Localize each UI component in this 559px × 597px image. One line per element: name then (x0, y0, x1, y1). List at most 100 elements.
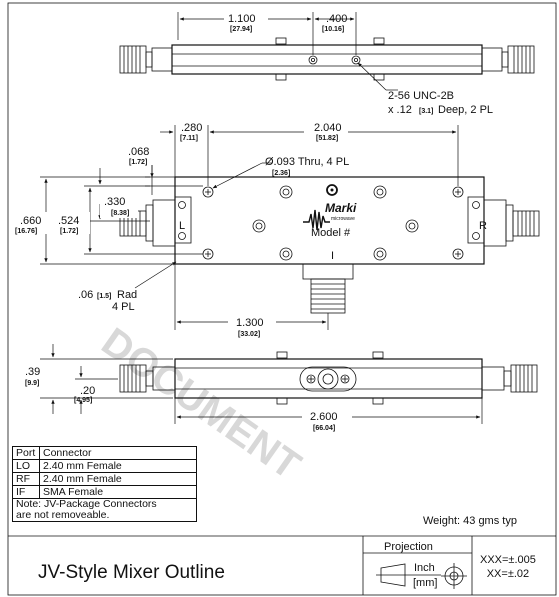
radius-callout-rad: Rad (117, 289, 137, 301)
port-cell: RF (12, 472, 40, 486)
title-block: Inch [mm] (8, 535, 556, 595)
port-cell: LO (12, 459, 40, 473)
table-row: IF SMA Female (12, 485, 197, 499)
radius-callout-mm: [1.5] (97, 293, 111, 300)
thru-hole (202, 248, 214, 260)
screw (340, 374, 350, 384)
screw (373, 185, 387, 199)
table-row: RF 2.40 mm Female (12, 472, 197, 486)
dim-half-mm: [4.95] (74, 397, 92, 404)
screw (279, 185, 293, 199)
model-label: Model # (311, 227, 351, 239)
if-connector (302, 263, 354, 314)
side-view: .39 [9.9] .20 [4.95] 2.600 [66.04] (22, 344, 538, 433)
leader-line (357, 62, 387, 91)
thread-depth: x .12 (388, 104, 412, 116)
dim-660: .660 (20, 215, 41, 227)
leader-line (134, 261, 177, 289)
drawing-border (7, 2, 557, 596)
hole-callout-mm: [2.36] (272, 170, 290, 177)
dim-hole-spacing-mm: [51.82] (316, 135, 338, 142)
note-line: Note: JV-Package Connectors (16, 498, 157, 510)
screw (373, 247, 387, 261)
tolerance-2-place: XX=±.02 (486, 568, 530, 580)
table-note: Note: JV-Package Connectors are not remo… (12, 498, 197, 522)
top-view: 1.100 [27.94] .400 [10.16] 2-56 UNC-2B x… (119, 11, 535, 116)
port-label-l: L (179, 220, 185, 232)
threaded-hole (308, 55, 318, 65)
mount-slot (373, 37, 385, 45)
table-header-row: Port Connector (12, 446, 197, 460)
note-line: are not removeable. (16, 509, 110, 521)
port-label-r: R (479, 220, 487, 232)
thread-callout: 2-56 UNC-2B (388, 90, 454, 102)
dim-edge: .068 (128, 146, 149, 158)
drawing-title: JV-Style Mixer Outline (38, 562, 225, 583)
tolerance-block: XXX=±.005 XX=±.02 (480, 553, 536, 581)
dim-half: .20 (80, 385, 95, 397)
weight-label: Weight: 43 gms typ (423, 515, 517, 527)
left-connector-side (119, 364, 176, 393)
threaded-hole (351, 55, 361, 65)
dim-height-mm: [9.9] (25, 380, 39, 387)
mount-slot (373, 73, 385, 81)
right-connector-top (481, 45, 535, 74)
projection-unit-inch: Inch (414, 562, 435, 574)
mount-slot (372, 397, 384, 405)
dim-hole-offset: .400 (326, 13, 347, 25)
thru-hole (202, 186, 214, 198)
connector-cell: 2.40 mm Female (39, 472, 197, 486)
mount-slot (276, 351, 288, 359)
thru-hole (452, 186, 464, 198)
screw (252, 219, 266, 233)
dim-hole-inset-mm: [7.11] (180, 135, 198, 142)
dim-mount-spacing-mm: [27.94] (230, 26, 252, 33)
thread-depth-mm: [3.1] (419, 108, 433, 115)
dim-if-offset: 1.300 (236, 317, 264, 329)
left-connector-top (119, 45, 173, 74)
dim-hole-inset: .280 (181, 122, 202, 134)
dim-length-mm: [66.04] (313, 425, 335, 432)
mount-slot (276, 397, 288, 405)
table-row: LO 2.40 mm Female (12, 459, 197, 473)
brand-subtitle: microwave (331, 216, 355, 222)
port-table: Port Connector LO 2.40 mm Female RF 2.40… (12, 446, 197, 522)
right-connector-side (481, 364, 538, 393)
dim-660-mm: [16.76] (15, 228, 37, 235)
hole-callout: Ø.093 Thru, 4 PL (265, 156, 349, 168)
dim-hole-spacing: 2.040 (314, 122, 342, 134)
thru-hole (452, 248, 464, 260)
dim-330-mm: [8.38] (111, 210, 129, 217)
header-connector: Connector (39, 446, 197, 460)
dim-mount-spacing: 1.100 (228, 13, 256, 25)
leader-line (212, 162, 263, 189)
tolerance-3-place: XXX=±.005 (480, 554, 536, 566)
housing-top-view (171, 44, 483, 75)
dim-length: 2.600 (310, 411, 338, 423)
mount-slot (275, 37, 287, 45)
third-angle-projection-icon (376, 563, 467, 589)
connector-cell: 2.40 mm Female (39, 459, 197, 473)
thread-depth-count: Deep, 2 PL (438, 104, 493, 116)
dim-edge-mm: [1.72] (129, 159, 147, 166)
dim-524-mm: [1.72] (60, 228, 78, 235)
right-connector-front (472, 199, 540, 247)
port-cell: IF (12, 485, 40, 499)
table-note-row: Note: JV-Package Connectors are not remo… (12, 498, 197, 522)
header-port: Port (12, 446, 40, 460)
projection-label: Projection (384, 541, 433, 553)
marki-logo-icon (303, 184, 338, 231)
screw (306, 374, 316, 384)
screw (279, 247, 293, 261)
radius-callout: .06 (78, 289, 93, 301)
screw (405, 219, 419, 233)
radius-count: 4 PL (112, 301, 135, 313)
if-connector-side (299, 366, 357, 392)
mount-slot (372, 351, 384, 359)
projection-unit-mm: [mm] (413, 577, 437, 589)
dim-if-offset-mm: [33.02] (238, 331, 260, 338)
mount-slot (275, 73, 287, 81)
dim-330: .330 (104, 196, 125, 208)
